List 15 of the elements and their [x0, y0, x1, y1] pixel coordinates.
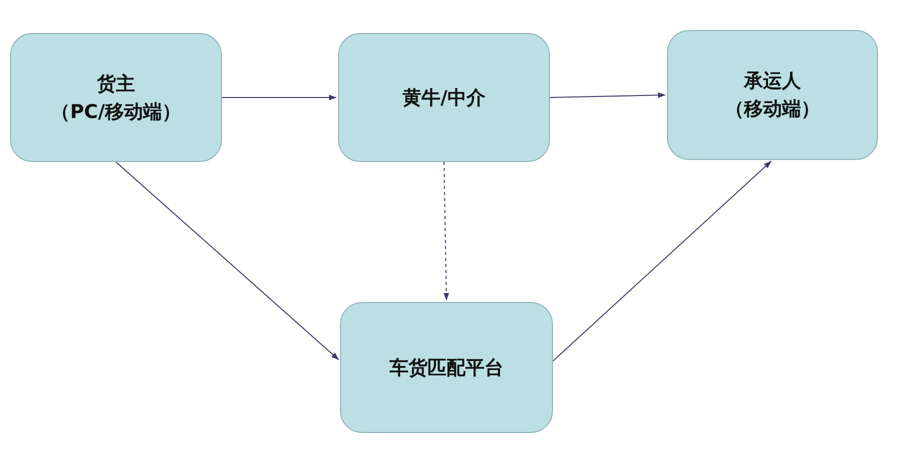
node-label: （移动端） — [725, 97, 820, 122]
arrow — [222, 94, 337, 100]
node-label: （PC/移动端） — [51, 100, 181, 124]
arrow — [116, 162, 340, 360]
node-label: 货主 — [97, 72, 135, 96]
arrow — [552, 160, 772, 362]
node-label: 承运人 — [744, 69, 801, 94]
process-box — [338, 33, 550, 162]
node-label: 黄牛/中介 — [402, 86, 486, 110]
process-box — [10, 33, 222, 162]
process-box — [667, 30, 878, 160]
process-box — [340, 302, 553, 433]
arrow — [444, 162, 450, 301]
arrow — [550, 92, 666, 98]
node-label: 车货匹配平台 — [390, 356, 504, 380]
